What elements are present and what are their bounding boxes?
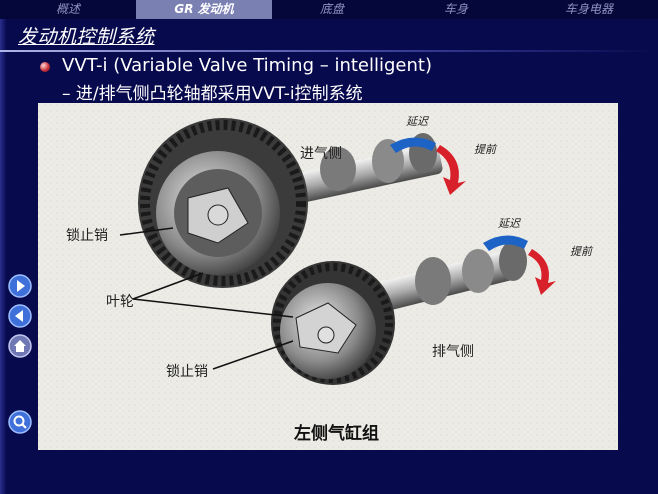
bullet-icon (40, 62, 50, 72)
advance-label-bottom: 提前 (570, 245, 592, 258)
next-arrow-icon (8, 274, 32, 298)
home-button[interactable] (8, 334, 32, 358)
next-button[interactable] (8, 274, 32, 298)
top-navigation: 概述 GR 发动机 底盘 车身 车身电器 (0, 0, 658, 19)
tab-body-electrical[interactable]: 车身电器 (564, 2, 613, 16)
left-accent-bar (0, 19, 6, 494)
tab-body[interactable]: 车身 (443, 2, 468, 16)
back-arrow-icon (8, 304, 32, 328)
vane-label: 叶轮 (106, 294, 134, 310)
bullet-text: VVT-i (Variable Valve Timing – intellige… (62, 55, 432, 76)
advance-label-top: 提前 (474, 143, 496, 156)
home-icon (8, 334, 32, 358)
title-divider (0, 50, 658, 52)
retard-arrow-icon-lower (483, 235, 528, 251)
retard-label-top: 延迟 (406, 115, 428, 128)
figure-caption: 左侧气缸组 (294, 424, 379, 444)
search-icon (8, 410, 32, 434)
tab-overview[interactable]: 概述 (55, 2, 80, 16)
intake-side-label: 进气侧 (300, 146, 342, 162)
search-button[interactable] (8, 410, 32, 434)
advance-arrow-icon-lower (528, 249, 556, 295)
camshaft-illustration (38, 103, 618, 450)
exhaust-camshaft (271, 241, 527, 385)
tab-chassis[interactable]: 底盘 (319, 2, 344, 16)
advance-arrow-icon (436, 145, 466, 195)
retard-label-bottom: 延迟 (498, 217, 520, 230)
section-title: 发动机控制系统 (18, 26, 155, 48)
vvt-i-diagram: 进气侧 排气侧 锁止销 叶轮 锁止销 延迟 提前 延迟 提前 左侧气缸组 (38, 103, 618, 450)
retard-arrow-icon (390, 137, 436, 153)
sub-bullet-text: – 进/排气侧凸轮轴都采用VVT-i控制系统 (62, 84, 363, 104)
exhaust-side-label: 排气侧 (432, 344, 474, 360)
tab-gr-engine[interactable]: GR 发动机 (136, 0, 272, 19)
intake-camshaft (138, 118, 443, 288)
back-button[interactable] (8, 304, 32, 328)
lock-pin-label-bottom: 锁止销 (166, 364, 208, 380)
lock-pin-label-top: 锁止销 (66, 228, 108, 244)
